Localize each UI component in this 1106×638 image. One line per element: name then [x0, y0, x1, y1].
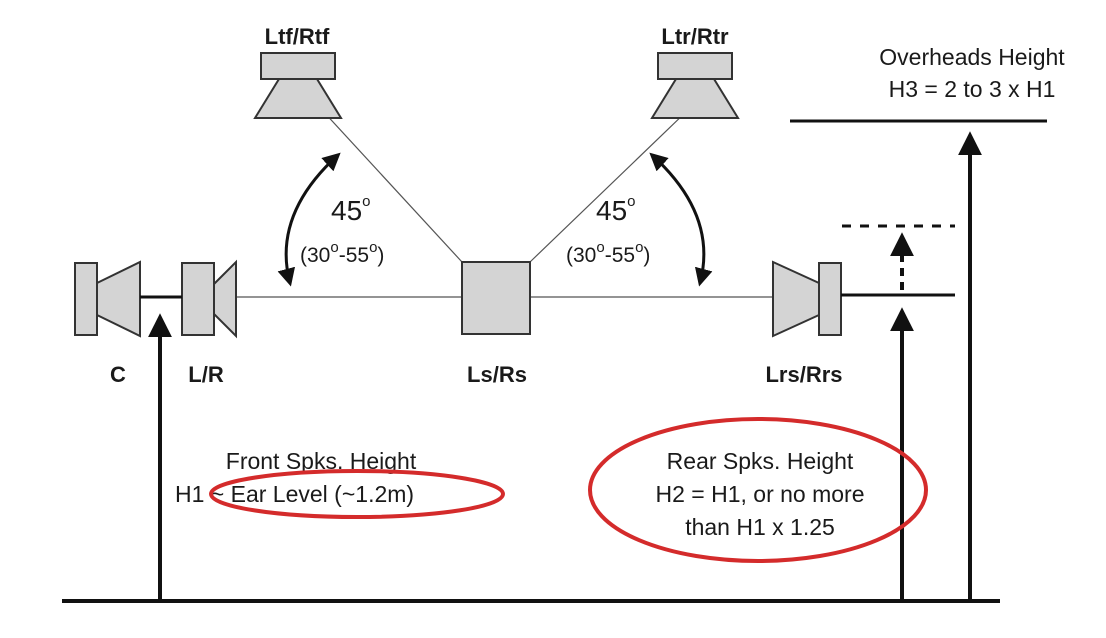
speaker-lrs-rrs [772, 260, 842, 338]
speaker-lr [181, 259, 237, 339]
label-lrs-rrs: Lrs/Rrs [765, 362, 842, 387]
speaker-center [74, 260, 141, 338]
rear-height-line [529, 109, 689, 263]
angle-right-range: (30o-55o) [566, 239, 650, 267]
label-lr: L/R [188, 362, 224, 387]
speaker-ls-rs [461, 261, 531, 335]
angle-left-range: (30o-55o) [300, 239, 384, 267]
label-ls-rs: Ls/Rs [467, 362, 527, 387]
front-note-circled-text: Ear Level (~1.2m) [231, 481, 414, 507]
label-center: C [110, 362, 126, 387]
rear-note-line1: Rear Spks. Height [667, 448, 854, 474]
front-height-line [321, 109, 463, 263]
rear-note-line3: than H1 x 1.25 [685, 514, 835, 540]
speaker-ltf-rtf [253, 52, 343, 119]
label-ltf-rtf: Ltf/Rtf [265, 24, 330, 49]
angle-right-value: 45o [596, 193, 636, 226]
overhead-note-line1: Overheads Height [879, 44, 1065, 70]
angle-arc-left [277, 152, 341, 287]
angle-arc-right [649, 152, 713, 287]
angle-left-value: 45o [331, 193, 371, 226]
front-highlight-circle [209, 469, 505, 519]
overhead-note-line2: H3 = 2 to 3 x H1 [889, 76, 1056, 102]
label-ltr-rtr: Ltr/Rtr [661, 24, 729, 49]
speaker-ltr-rtr [650, 52, 740, 119]
rear-highlight-circle [588, 417, 928, 563]
rear-note-line2: H2 = H1, or no more [655, 481, 864, 507]
